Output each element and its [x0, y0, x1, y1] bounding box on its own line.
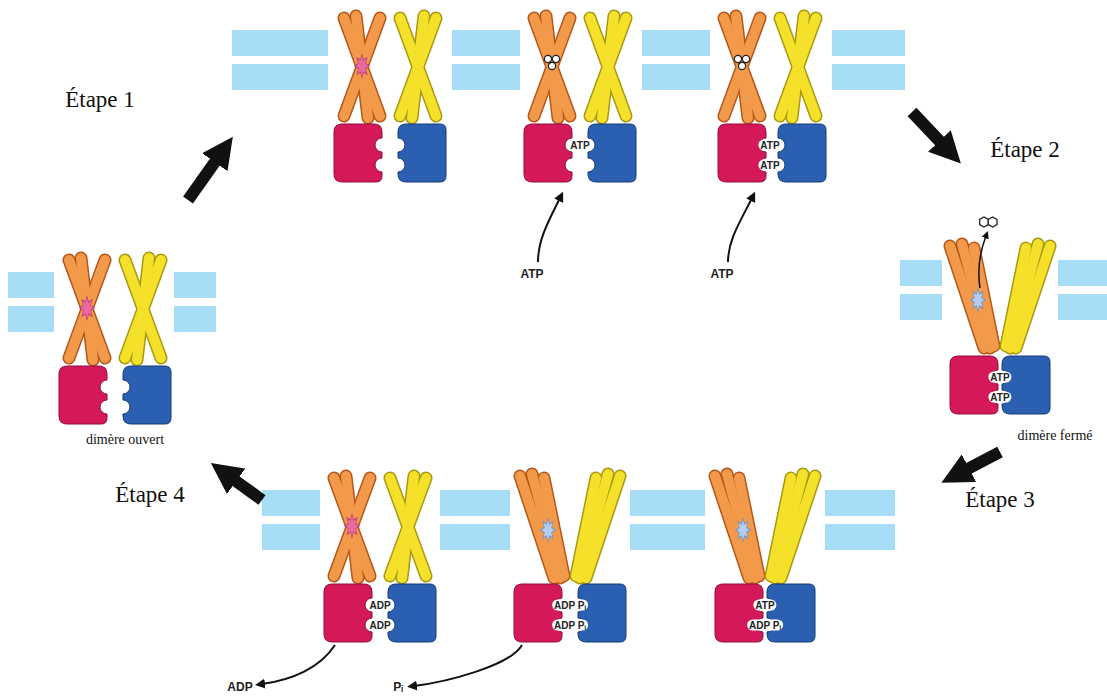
- nbd-blue: [398, 124, 446, 182]
- binding-site: [80, 296, 94, 319]
- substrate: [544, 55, 559, 69]
- transporter-state: [514, 474, 626, 642]
- tmd-yellow: [400, 16, 436, 118]
- nucleotide-label: ATP: [568, 140, 591, 151]
- step-label: Étape 2: [990, 137, 1060, 162]
- nbd-blue: [778, 124, 826, 182]
- tmd-yellow: [576, 474, 620, 578]
- step-label: Étape 1: [65, 87, 135, 112]
- binding-site: [355, 54, 369, 77]
- nucleotide-label: ATP: [988, 392, 1011, 403]
- nucleotide-label: ADP Pᵢ: [747, 620, 783, 631]
- nbd-blue: [578, 584, 626, 642]
- nucleotide-label: ATP: [758, 140, 781, 151]
- tmd-yellow: [780, 16, 816, 118]
- binding-site: [736, 518, 750, 541]
- binding-site: [971, 288, 985, 311]
- tmd-orange: [950, 244, 994, 348]
- step-arrow: [226, 474, 262, 500]
- step-label: Étape 3: [965, 487, 1035, 512]
- state-caption: dimère fermé: [1017, 428, 1092, 443]
- tmd-yellow: [590, 16, 626, 118]
- nucleotide-label: ATP: [520, 268, 543, 281]
- transporter-state: [334, 16, 446, 182]
- step-arrows: [188, 112, 1000, 500]
- nbd-red: [524, 124, 572, 182]
- nbd-blue: [767, 584, 815, 642]
- nucleotide-label: ADP: [367, 620, 392, 631]
- transporter-state: [524, 16, 636, 182]
- transporter-state: [324, 476, 436, 642]
- release-arrow: [979, 236, 986, 288]
- step-arrow: [188, 152, 222, 200]
- tmd-orange: [69, 258, 105, 360]
- substrate: [980, 217, 997, 227]
- tmd-yellow: [125, 258, 161, 360]
- transporter-state: [950, 217, 1050, 414]
- tmd-orange: [715, 474, 759, 578]
- tmd-orange: [520, 474, 564, 578]
- nbd-blue: [1002, 356, 1050, 414]
- nucleotide-label: ADP Pᵢ: [552, 620, 588, 631]
- nbd-blue: [123, 366, 171, 424]
- nucleotide-label: ATP: [710, 268, 733, 281]
- state-caption: dimère ouvert: [86, 432, 164, 447]
- atp-arrow: [728, 198, 752, 262]
- atp-arrow: [538, 198, 560, 262]
- transporter-state: [715, 474, 815, 642]
- small-arrows: [262, 198, 752, 686]
- nbd-red: [324, 584, 372, 642]
- nbd-red: [514, 584, 562, 642]
- nbd-red: [334, 124, 382, 182]
- pi-arrow: [414, 645, 522, 686]
- nucleotide-label: ADP: [367, 600, 392, 611]
- binding-site: [345, 514, 359, 537]
- tmd-yellow: [390, 476, 426, 578]
- nbd-blue: [388, 584, 436, 642]
- nucleotide-label: ADP Pᵢ: [552, 600, 588, 611]
- step-label: Étape 4: [115, 482, 185, 507]
- tmd-orange: [724, 16, 760, 118]
- step-arrow: [912, 112, 948, 150]
- substrate: [734, 55, 749, 69]
- tmd-yellow: [1006, 244, 1050, 348]
- nucleotide-label: ADP: [227, 681, 252, 694]
- nucleotide-label: ATP: [753, 600, 776, 611]
- transporter-state: [59, 258, 171, 424]
- nucleotide-label: ATP: [988, 372, 1011, 383]
- tmd-orange: [334, 476, 370, 578]
- nbd-blue: [588, 124, 636, 182]
- tmd-orange: [534, 16, 570, 118]
- nucleotide-label: ATP: [758, 160, 781, 171]
- binding-site: [541, 518, 555, 541]
- adp-arrow: [262, 645, 335, 684]
- nbd-red: [715, 584, 763, 642]
- step-arrow: [958, 452, 1000, 474]
- tmd-yellow: [771, 474, 815, 578]
- tmd-orange: [344, 16, 380, 118]
- nbd-red: [59, 366, 107, 424]
- nbd-red: [718, 124, 766, 182]
- nbd-red: [950, 356, 998, 414]
- phosphate-label: Pᵢ: [393, 681, 403, 694]
- transporter-state: [718, 16, 826, 182]
